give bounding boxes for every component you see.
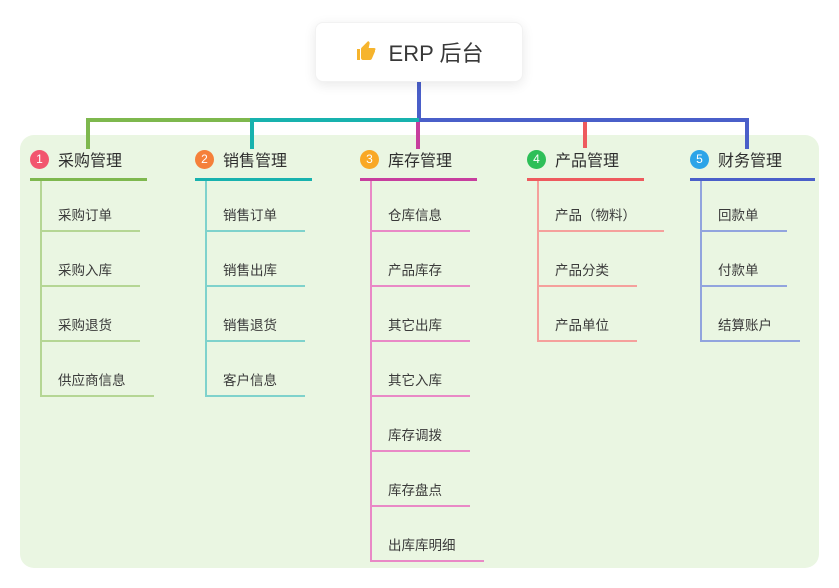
- branch-index-badge: 3: [360, 149, 379, 169]
- bus-line-branch-2: [250, 118, 421, 122]
- child-label: 库存盘点: [388, 483, 442, 498]
- branch-4: 4 产品管理 产品（物料） 产品分类产品单位: [527, 147, 664, 342]
- branch-node-5[interactable]: 5 财务管理: [690, 147, 815, 181]
- branch-node-4[interactable]: 4 产品管理: [527, 147, 644, 181]
- branch-node-1[interactable]: 1 采购管理: [30, 147, 147, 181]
- child-label: 产品分类: [555, 263, 609, 278]
- branch-children: 销售订单销售出库销售退货客户信息: [205, 181, 312, 397]
- child-label: 销售出库: [223, 263, 277, 278]
- child-node[interactable]: 库存盘点: [372, 452, 470, 507]
- child-node[interactable]: 出库库明细: [372, 507, 484, 562]
- child-label: 产品单位: [555, 318, 609, 333]
- branch-children: 回款单付款单结算账户: [700, 181, 815, 342]
- child-node[interactable]: 采购入库: [42, 232, 140, 287]
- branch-5: 5 财务管理 回款单付款单结算账户: [690, 147, 815, 342]
- thumbs-up-icon: [356, 41, 376, 60]
- child-node[interactable]: 产品（物料）: [539, 181, 664, 232]
- child-label: 产品库存: [388, 263, 442, 278]
- child-label: 产品（物料）: [555, 208, 636, 223]
- child-node[interactable]: 回款单: [702, 181, 787, 232]
- branch-index-badge: 4: [527, 149, 546, 169]
- child-label: 库存调拨: [388, 428, 442, 443]
- child-label: 采购退货: [58, 318, 112, 333]
- branch-3: 3 库存管理 仓库信息产品库存其它出库其它入库库存调拨库存盘点出库库明细: [360, 147, 484, 562]
- drop-line-branch-5: [745, 118, 749, 149]
- bus-line-branch-5: [419, 118, 749, 122]
- branch-label: 采购管理: [58, 153, 123, 170]
- child-label: 付款单: [718, 263, 759, 278]
- child-label: 采购订单: [58, 208, 112, 223]
- child-label: 销售订单: [223, 208, 277, 223]
- branch-node-2[interactable]: 2 销售管理: [195, 147, 312, 181]
- child-label: 采购入库: [58, 263, 112, 278]
- child-node[interactable]: 销售退货: [207, 287, 305, 342]
- child-node[interactable]: 仓库信息: [372, 181, 470, 232]
- drop-line-branch-1: [86, 118, 90, 149]
- child-label: 出库库明细: [388, 538, 456, 553]
- child-node[interactable]: 其它入库: [372, 342, 470, 397]
- branch-label: 销售管理: [223, 153, 288, 170]
- bus-line-branch-1: [86, 118, 252, 122]
- drop-line-branch-4: [583, 122, 587, 148]
- child-label: 供应商信息: [58, 373, 126, 388]
- child-label: 回款单: [718, 208, 759, 223]
- child-node[interactable]: 采购订单: [42, 181, 140, 232]
- branch-index-badge: 1: [30, 149, 49, 169]
- child-label: 销售退货: [223, 318, 277, 333]
- branch-index-badge: 5: [690, 149, 709, 169]
- child-label: 结算账户: [718, 318, 772, 333]
- drop-line-branch-3: [416, 122, 420, 149]
- child-node[interactable]: 产品单位: [539, 287, 637, 342]
- child-node[interactable]: 供应商信息: [42, 342, 154, 397]
- child-node[interactable]: 销售出库: [207, 232, 305, 287]
- branch-label: 库存管理: [388, 153, 453, 170]
- child-node[interactable]: 产品分类: [539, 232, 637, 287]
- child-label: 仓库信息: [388, 208, 442, 223]
- root-title: ERP 后台: [388, 41, 484, 66]
- child-node[interactable]: 库存调拨: [372, 397, 470, 452]
- branch-index-badge: 2: [195, 149, 214, 169]
- root-connector-line: [417, 80, 421, 122]
- child-node[interactable]: 销售订单: [207, 181, 305, 232]
- child-node[interactable]: 结算账户: [702, 287, 800, 342]
- branch-label: 财务管理: [718, 153, 783, 170]
- branches-background-panel: [20, 135, 819, 568]
- child-node[interactable]: 产品库存: [372, 232, 470, 287]
- child-label: 其它出库: [388, 318, 442, 333]
- branch-2: 2 销售管理 销售订单销售出库销售退货客户信息: [195, 147, 312, 397]
- branch-node-3[interactable]: 3 库存管理: [360, 147, 477, 181]
- child-label: 客户信息: [223, 373, 277, 388]
- root-node[interactable]: ERP 后台: [315, 22, 523, 82]
- branch-children: 仓库信息产品库存其它出库其它入库库存调拨库存盘点出库库明细: [370, 181, 484, 562]
- child-node[interactable]: 采购退货: [42, 287, 140, 342]
- branch-1: 1 采购管理 采购订单采购入库采购退货供应商信息: [30, 147, 154, 397]
- branch-children: 采购订单采购入库采购退货供应商信息: [40, 181, 154, 397]
- child-node[interactable]: 客户信息: [207, 342, 305, 397]
- child-label: 其它入库: [388, 373, 442, 388]
- branch-label: 产品管理: [555, 153, 620, 170]
- child-node[interactable]: 付款单: [702, 232, 787, 287]
- child-node[interactable]: 其它出库: [372, 287, 470, 342]
- branch-children: 产品（物料） 产品分类产品单位: [537, 181, 664, 342]
- drop-line-branch-2: [250, 118, 254, 149]
